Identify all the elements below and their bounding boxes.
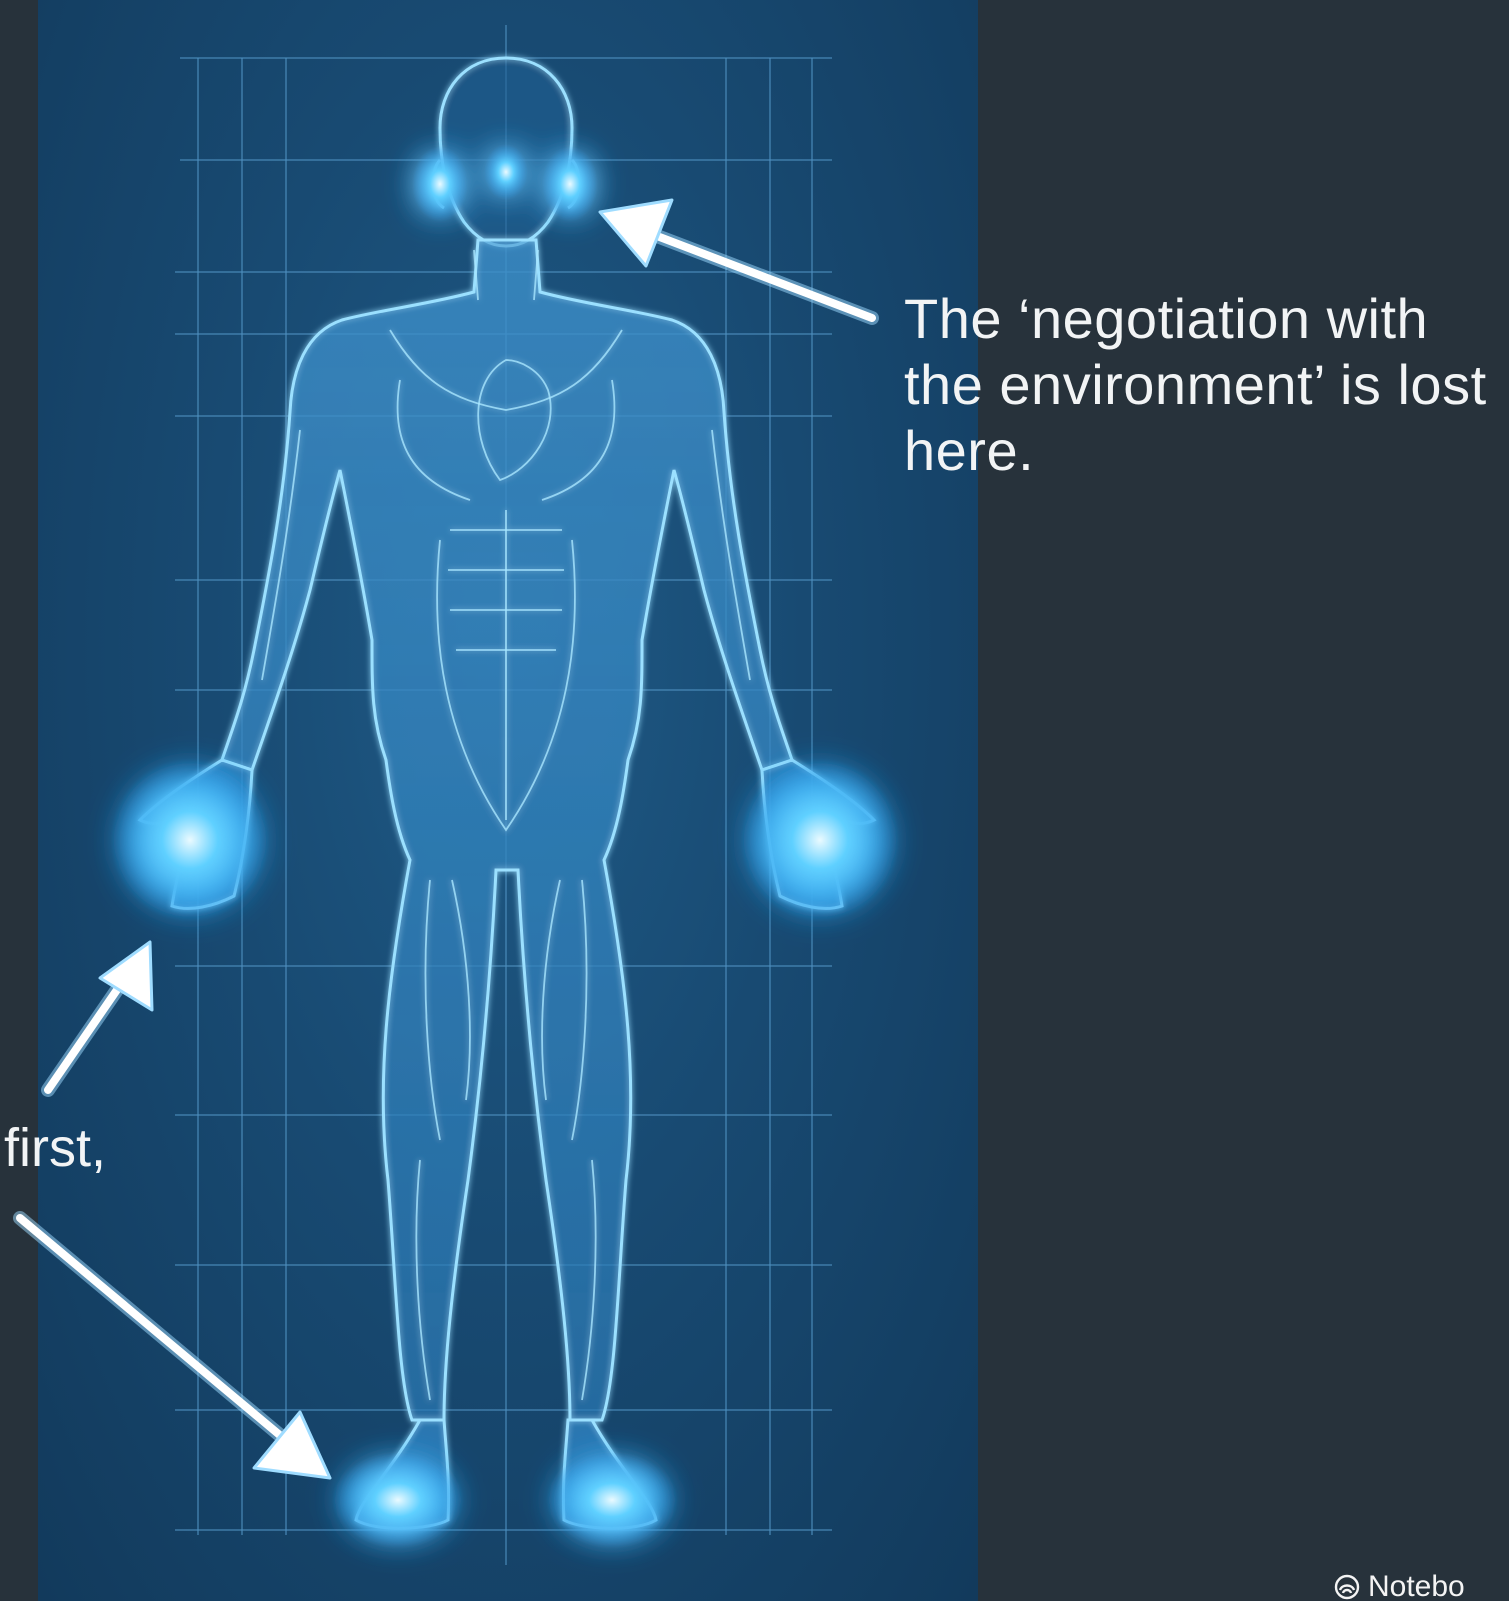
right-foot-hotspot	[546, 1452, 678, 1548]
left-hand-hotspot	[110, 758, 270, 922]
right-ear-hotspot	[542, 146, 598, 222]
arrow-to-foot	[20, 1218, 330, 1478]
brand-watermark: Notebo	[1334, 1573, 1465, 1601]
first-caption: first,	[4, 1118, 106, 1178]
environment-negotiation-caption: The ‘negotiation with the environment’ i…	[904, 286, 1504, 484]
left-foot-hotspot	[332, 1452, 464, 1548]
right-hand-hotspot	[740, 758, 900, 922]
notebook-logo-icon	[1334, 1574, 1360, 1600]
left-ear-hotspot	[412, 146, 468, 222]
arrow-to-hand	[48, 942, 152, 1090]
nose-hotspot	[484, 144, 528, 200]
arrow-to-ear	[600, 200, 872, 318]
brand-label: Notebo	[1368, 1570, 1465, 1601]
